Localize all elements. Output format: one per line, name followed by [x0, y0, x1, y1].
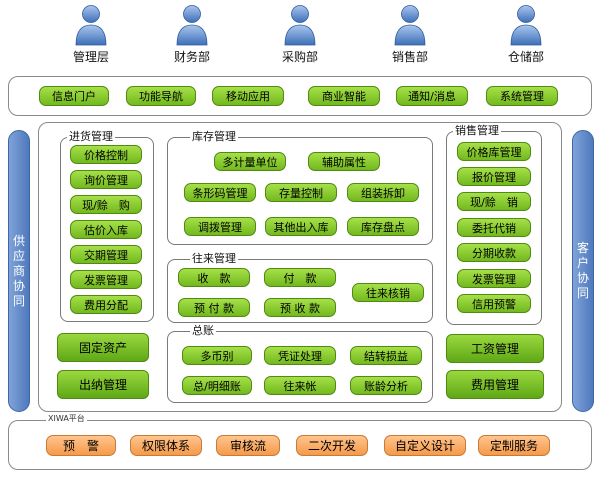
business-intelligence-button[interactable]: 商业智能 [308, 86, 380, 106]
purchase-title: 进货管理 [67, 129, 115, 145]
credit-warning-button[interactable]: 信用预警 [457, 294, 531, 313]
fixed-assets-button[interactable]: 固定资产 [57, 333, 149, 362]
ledger-title: 总账 [190, 323, 216, 339]
supplier-collab-label: 供应商协同 [12, 233, 25, 308]
quotation-button[interactable]: 报价管理 [457, 167, 531, 186]
auxiliary-attr-button[interactable]: 辅助属性 [308, 152, 380, 171]
transactions-title: 往来管理 [190, 251, 238, 267]
cash-credit-sales-button[interactable]: 现/赊 销 [457, 192, 531, 211]
carry-forward-button[interactable]: 结转损益 [350, 346, 422, 365]
payroll-button[interactable]: 工资管理 [446, 334, 544, 363]
multi-currency-button[interactable]: 多币别 [182, 346, 252, 365]
role-label: 财务部 [173, 50, 210, 64]
prepayment-button[interactable]: 预 付 款 [178, 298, 250, 317]
barcode-mgmt-button[interactable]: 条形码管理 [184, 183, 256, 202]
aging-analysis-button[interactable]: 账龄分析 [350, 376, 422, 395]
person-icon [284, 5, 316, 46]
mobile-app-button[interactable]: 移动应用 [212, 86, 284, 106]
transfer-mgmt-button[interactable]: 调拨管理 [184, 217, 256, 236]
role-label: 仓储部 [507, 50, 544, 64]
price-control-button[interactable]: 价格控制 [70, 145, 142, 164]
cash-credit-purchase-button[interactable]: 现/赊 购 [70, 195, 142, 214]
platform-label: XIWA平台 [46, 414, 87, 424]
inquiry-mgmt-button[interactable]: 询价管理 [70, 170, 142, 189]
role-management: 管理层 [56, 4, 126, 65]
inventory-title: 库存管理 [190, 129, 238, 145]
current-account-button[interactable]: 往来帐 [264, 376, 336, 395]
notification-button[interactable]: 通知/消息 [396, 86, 468, 106]
expense-mgmt-button[interactable]: 费用管理 [446, 370, 544, 399]
person-icon [176, 5, 208, 46]
role-purchasing: 采购部 [265, 4, 335, 65]
person-icon [75, 5, 107, 46]
multi-unit-button[interactable]: 多计量单位 [214, 152, 286, 171]
person-icon [510, 5, 542, 46]
role-label: 采购部 [281, 50, 318, 64]
supplier-collab-bar: 供应商协同 [8, 130, 30, 412]
stock-count-button[interactable]: 库存盘点 [347, 217, 419, 236]
secondary-dev-button[interactable]: 二次开发 [296, 435, 368, 456]
receipt-button[interactable]: 收 款 [178, 268, 250, 287]
custom-design-button[interactable]: 自定义设计 [384, 435, 466, 456]
role-label: 管理层 [72, 50, 109, 64]
alert-button[interactable]: 预 警 [46, 435, 116, 456]
estimate-stock-in-button[interactable]: 估价入库 [70, 220, 142, 239]
delivery-mgmt-button[interactable]: 交期管理 [70, 245, 142, 264]
general-detail-ledger-button[interactable]: 总/明细账 [182, 376, 252, 395]
sales-invoice-button[interactable]: 发票管理 [457, 269, 531, 288]
person-icon [394, 5, 426, 46]
permission-button[interactable]: 权限体系 [130, 435, 202, 456]
info-portal-button[interactable]: 信息门户 [39, 86, 109, 106]
installment-button[interactable]: 分期收款 [457, 243, 531, 262]
role-label: 销售部 [391, 50, 428, 64]
payment-button[interactable]: 付 款 [264, 268, 336, 287]
advance-receipt-button[interactable]: 预 收 款 [264, 298, 336, 317]
system-admin-button[interactable]: 系统管理 [486, 86, 558, 106]
cashier-button[interactable]: 出纳管理 [57, 370, 149, 399]
stock-control-button[interactable]: 存量控制 [265, 183, 337, 202]
customer-collab-label: 客户协同 [576, 241, 589, 300]
price-library-button[interactable]: 价格库管理 [457, 142, 531, 161]
role-warehouse: 仓储部 [491, 4, 561, 65]
customer-collab-bar: 客户协同 [572, 130, 594, 412]
function-nav-button[interactable]: 功能导航 [126, 86, 196, 106]
approval-flow-button[interactable]: 审核流 [216, 435, 280, 456]
role-finance: 财务部 [157, 4, 227, 65]
reconciliation-button[interactable]: 往来核销 [352, 283, 424, 302]
custom-service-button[interactable]: 定制服务 [478, 435, 550, 456]
voucher-button[interactable]: 凭证处理 [264, 346, 336, 365]
purchase-invoice-button[interactable]: 发票管理 [70, 270, 142, 289]
assembly-button[interactable]: 组装拆卸 [347, 183, 419, 202]
sales-title: 销售管理 [453, 123, 501, 139]
consignment-button[interactable]: 委托代销 [457, 218, 531, 237]
role-sales: 销售部 [375, 4, 445, 65]
other-in-out-button[interactable]: 其他出入库 [265, 217, 337, 236]
expense-allocation-button[interactable]: 费用分配 [70, 295, 142, 314]
